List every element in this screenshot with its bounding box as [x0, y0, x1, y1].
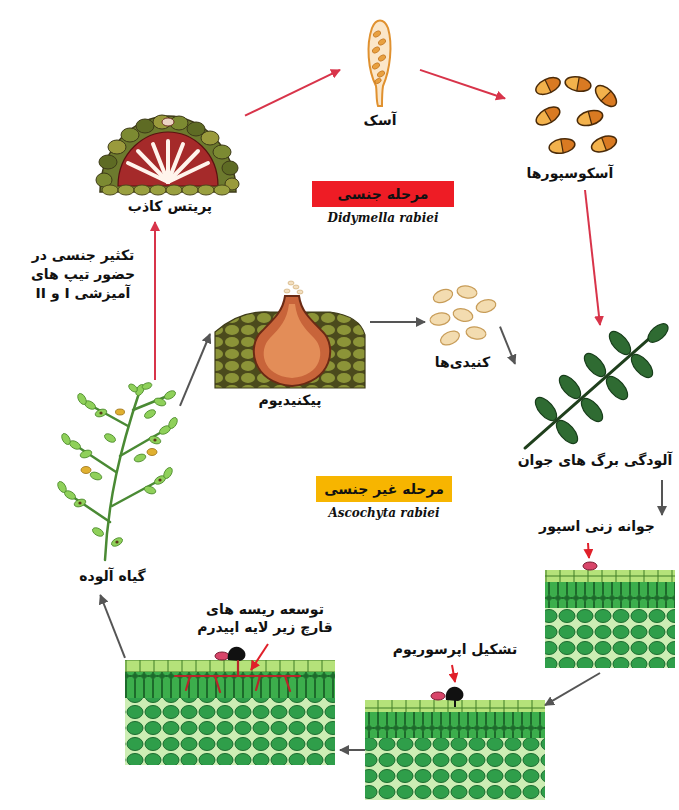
phase-box: مرحله غیر جنسی Ascochyta rabiei — [316, 476, 452, 530]
oozing-conidia — [284, 281, 303, 294]
cycle-arrow — [661, 480, 663, 515]
appressorium — [446, 687, 464, 701]
stage-label: گیاه آلوده — [45, 567, 180, 585]
ascospore — [533, 74, 562, 98]
ascus-spores — [371, 30, 386, 85]
ascospore — [589, 133, 618, 155]
cycle-arrow — [154, 222, 156, 380]
stage-label: آسکوسپورها — [505, 164, 635, 182]
wall-cells — [96, 115, 239, 190]
conidia-stage: کنیدی‌ها — [425, 283, 500, 380]
leader-arrow — [588, 543, 589, 558]
spore — [431, 692, 445, 700]
stage-label: توسعه ریسه های قارچ زیر لایه اپیدرم — [190, 600, 340, 636]
leaf-section-appressorium — [365, 665, 545, 800]
ascospores-drawing — [533, 74, 620, 155]
stage-label: پیکنیدیوم — [210, 391, 370, 409]
spore — [583, 562, 597, 570]
cycle-arrow — [100, 595, 125, 658]
dome — [100, 116, 236, 192]
ascospore — [576, 108, 605, 128]
rachis — [525, 336, 652, 448]
phase-box: مرحله جنسی Didymella rabiei — [312, 181, 454, 233]
cycle-arrow — [370, 321, 425, 323]
germination-stage: جوانه زنی اسپور — [535, 515, 675, 673]
pods — [81, 409, 157, 474]
ascus-wall — [369, 21, 391, 107]
species-name: Ascochyta rabiei — [316, 506, 452, 522]
plant-leaves — [56, 381, 179, 548]
chamber — [118, 132, 218, 186]
hyphae — [175, 661, 300, 692]
phase-title: مرحله جنسی — [312, 181, 454, 207]
species-name: Didymella rabiei — [312, 211, 454, 227]
pseudothecium-drawing — [96, 115, 239, 195]
plant-drawing — [56, 381, 179, 560]
leaflets — [532, 320, 672, 447]
leaf-drawing — [525, 320, 671, 448]
stage-label: تشکیل اپرسوریوم — [365, 640, 545, 658]
lesions — [78, 411, 161, 543]
appressorium — [228, 647, 246, 661]
leader-line — [251, 644, 268, 670]
ascospore — [564, 75, 592, 93]
ascus-drawing — [369, 21, 391, 107]
hyphae-stage: توسعه ریسه های قارچ زیر لایه اپیدرم — [125, 600, 340, 765]
penetration-peg — [454, 700, 456, 707]
phase-title: مرحله غیر جنسی — [316, 476, 452, 502]
ascospore — [548, 137, 576, 155]
base-cells — [102, 185, 230, 195]
stage-label: آسک — [340, 111, 420, 129]
flask — [254, 296, 330, 386]
cycle-arrow — [420, 70, 505, 99]
cycle-arrow — [585, 190, 600, 325]
spore — [215, 652, 229, 660]
cycle-arrow — [180, 334, 210, 406]
stage-label: آلودگی برگ های جوان — [515, 451, 675, 469]
leader-arrow — [452, 665, 455, 682]
cavity — [264, 304, 321, 378]
conidia-drawing — [429, 284, 497, 347]
pycnidium-drawing — [215, 281, 365, 388]
appressorium-stage: تشکیل اپرسوریوم — [365, 638, 545, 806]
cycle-arrow — [545, 673, 600, 705]
cycle-arrow — [500, 327, 515, 364]
stage-label: کنیدی‌ها — [425, 353, 500, 371]
cycle-arrow — [245, 70, 340, 116]
asci — [128, 141, 208, 182]
ascospore — [533, 103, 563, 128]
ascospore — [592, 82, 620, 110]
stage-label: جوانه زنی اسپور — [537, 517, 657, 535]
leaf-section-germination — [545, 543, 675, 668]
ascospore-stage: آسکوسپورها — [505, 68, 635, 190]
infected-plant-stage: گیاه آلوده — [45, 380, 180, 595]
leaf-section-hyphae — [125, 644, 335, 765]
pseudothecium-stage: پریتس کاذب — [95, 110, 245, 222]
pycnidium-stage: پیکنیدیوم — [210, 280, 370, 415]
stage-label: پریتس کاذب — [95, 197, 245, 215]
leaf-infection-stage: آلودگی برگ های جوان — [515, 325, 675, 480]
cycle-arrow — [340, 749, 365, 751]
stems — [70, 390, 170, 560]
ostiole — [162, 118, 174, 126]
ascus-stage: آسک — [340, 15, 420, 137]
arrow-label: تکثیر جنسی در حضور تیپ های آمیزشی I و II — [18, 246, 148, 303]
